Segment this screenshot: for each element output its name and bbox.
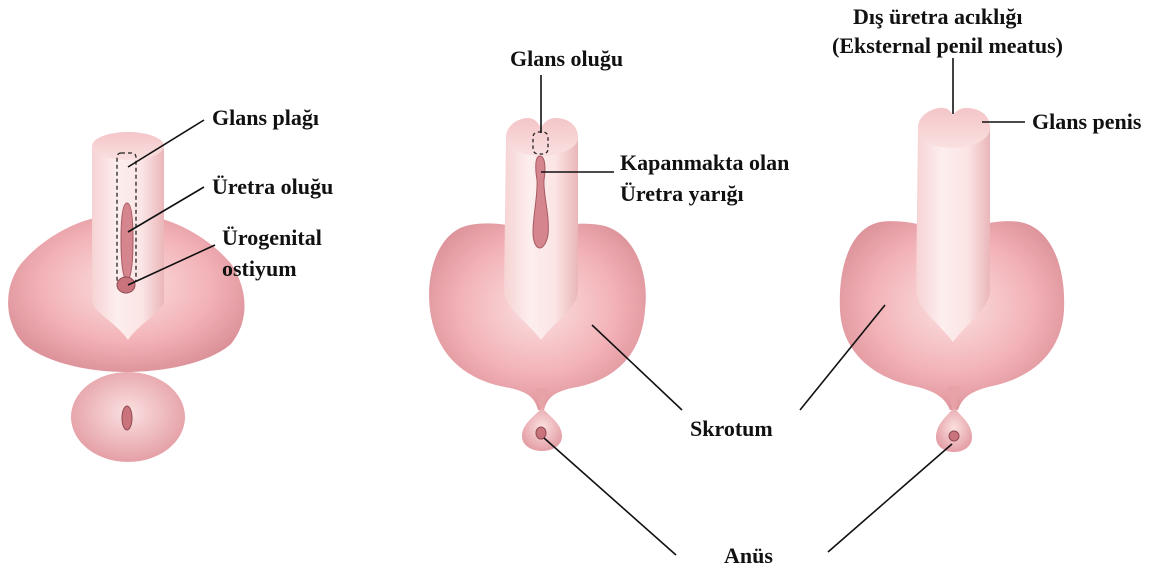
urethral-groove bbox=[121, 203, 133, 282]
label-anus: Anüs bbox=[724, 543, 773, 568]
leader-anus-right bbox=[828, 444, 952, 552]
stage-early-genitalia bbox=[8, 120, 244, 462]
label-scrotum: Skrotum bbox=[690, 416, 773, 441]
anus-opening bbox=[122, 406, 132, 430]
label-external-meatus-2: (Eksternal penil meatus) bbox=[832, 33, 1063, 58]
anus-right bbox=[936, 408, 972, 452]
urogenital-ostium bbox=[117, 277, 135, 293]
label-closing-urethra-2: Üretra yarığı bbox=[620, 181, 744, 206]
label-urogenital-ostium-2: ostiyum bbox=[222, 256, 297, 281]
label-external-meatus-1: Dış üretra acıklığı bbox=[853, 4, 1022, 29]
label-urogenital-ostium-1: Ürogenital bbox=[222, 225, 322, 250]
leader-anus-middle bbox=[544, 438, 676, 555]
label-glans-plate: Glans plağı bbox=[212, 105, 319, 130]
glans-penis-right bbox=[918, 108, 990, 148]
label-glans-groove: Glans oluğu bbox=[510, 46, 623, 71]
anus-opening-right bbox=[949, 431, 959, 441]
anus-opening-middle bbox=[536, 427, 546, 439]
label-glans-penis: Glans penis bbox=[1032, 109, 1142, 134]
phallus-tip bbox=[92, 132, 164, 160]
glans-middle bbox=[506, 118, 578, 156]
label-urethral-groove: Üretra oluğu bbox=[212, 174, 333, 199]
stage-middle-genitalia bbox=[429, 75, 682, 555]
stage-mature-genitalia bbox=[800, 58, 1064, 552]
label-closing-urethra-1: Kapanmakta olan bbox=[620, 150, 789, 175]
